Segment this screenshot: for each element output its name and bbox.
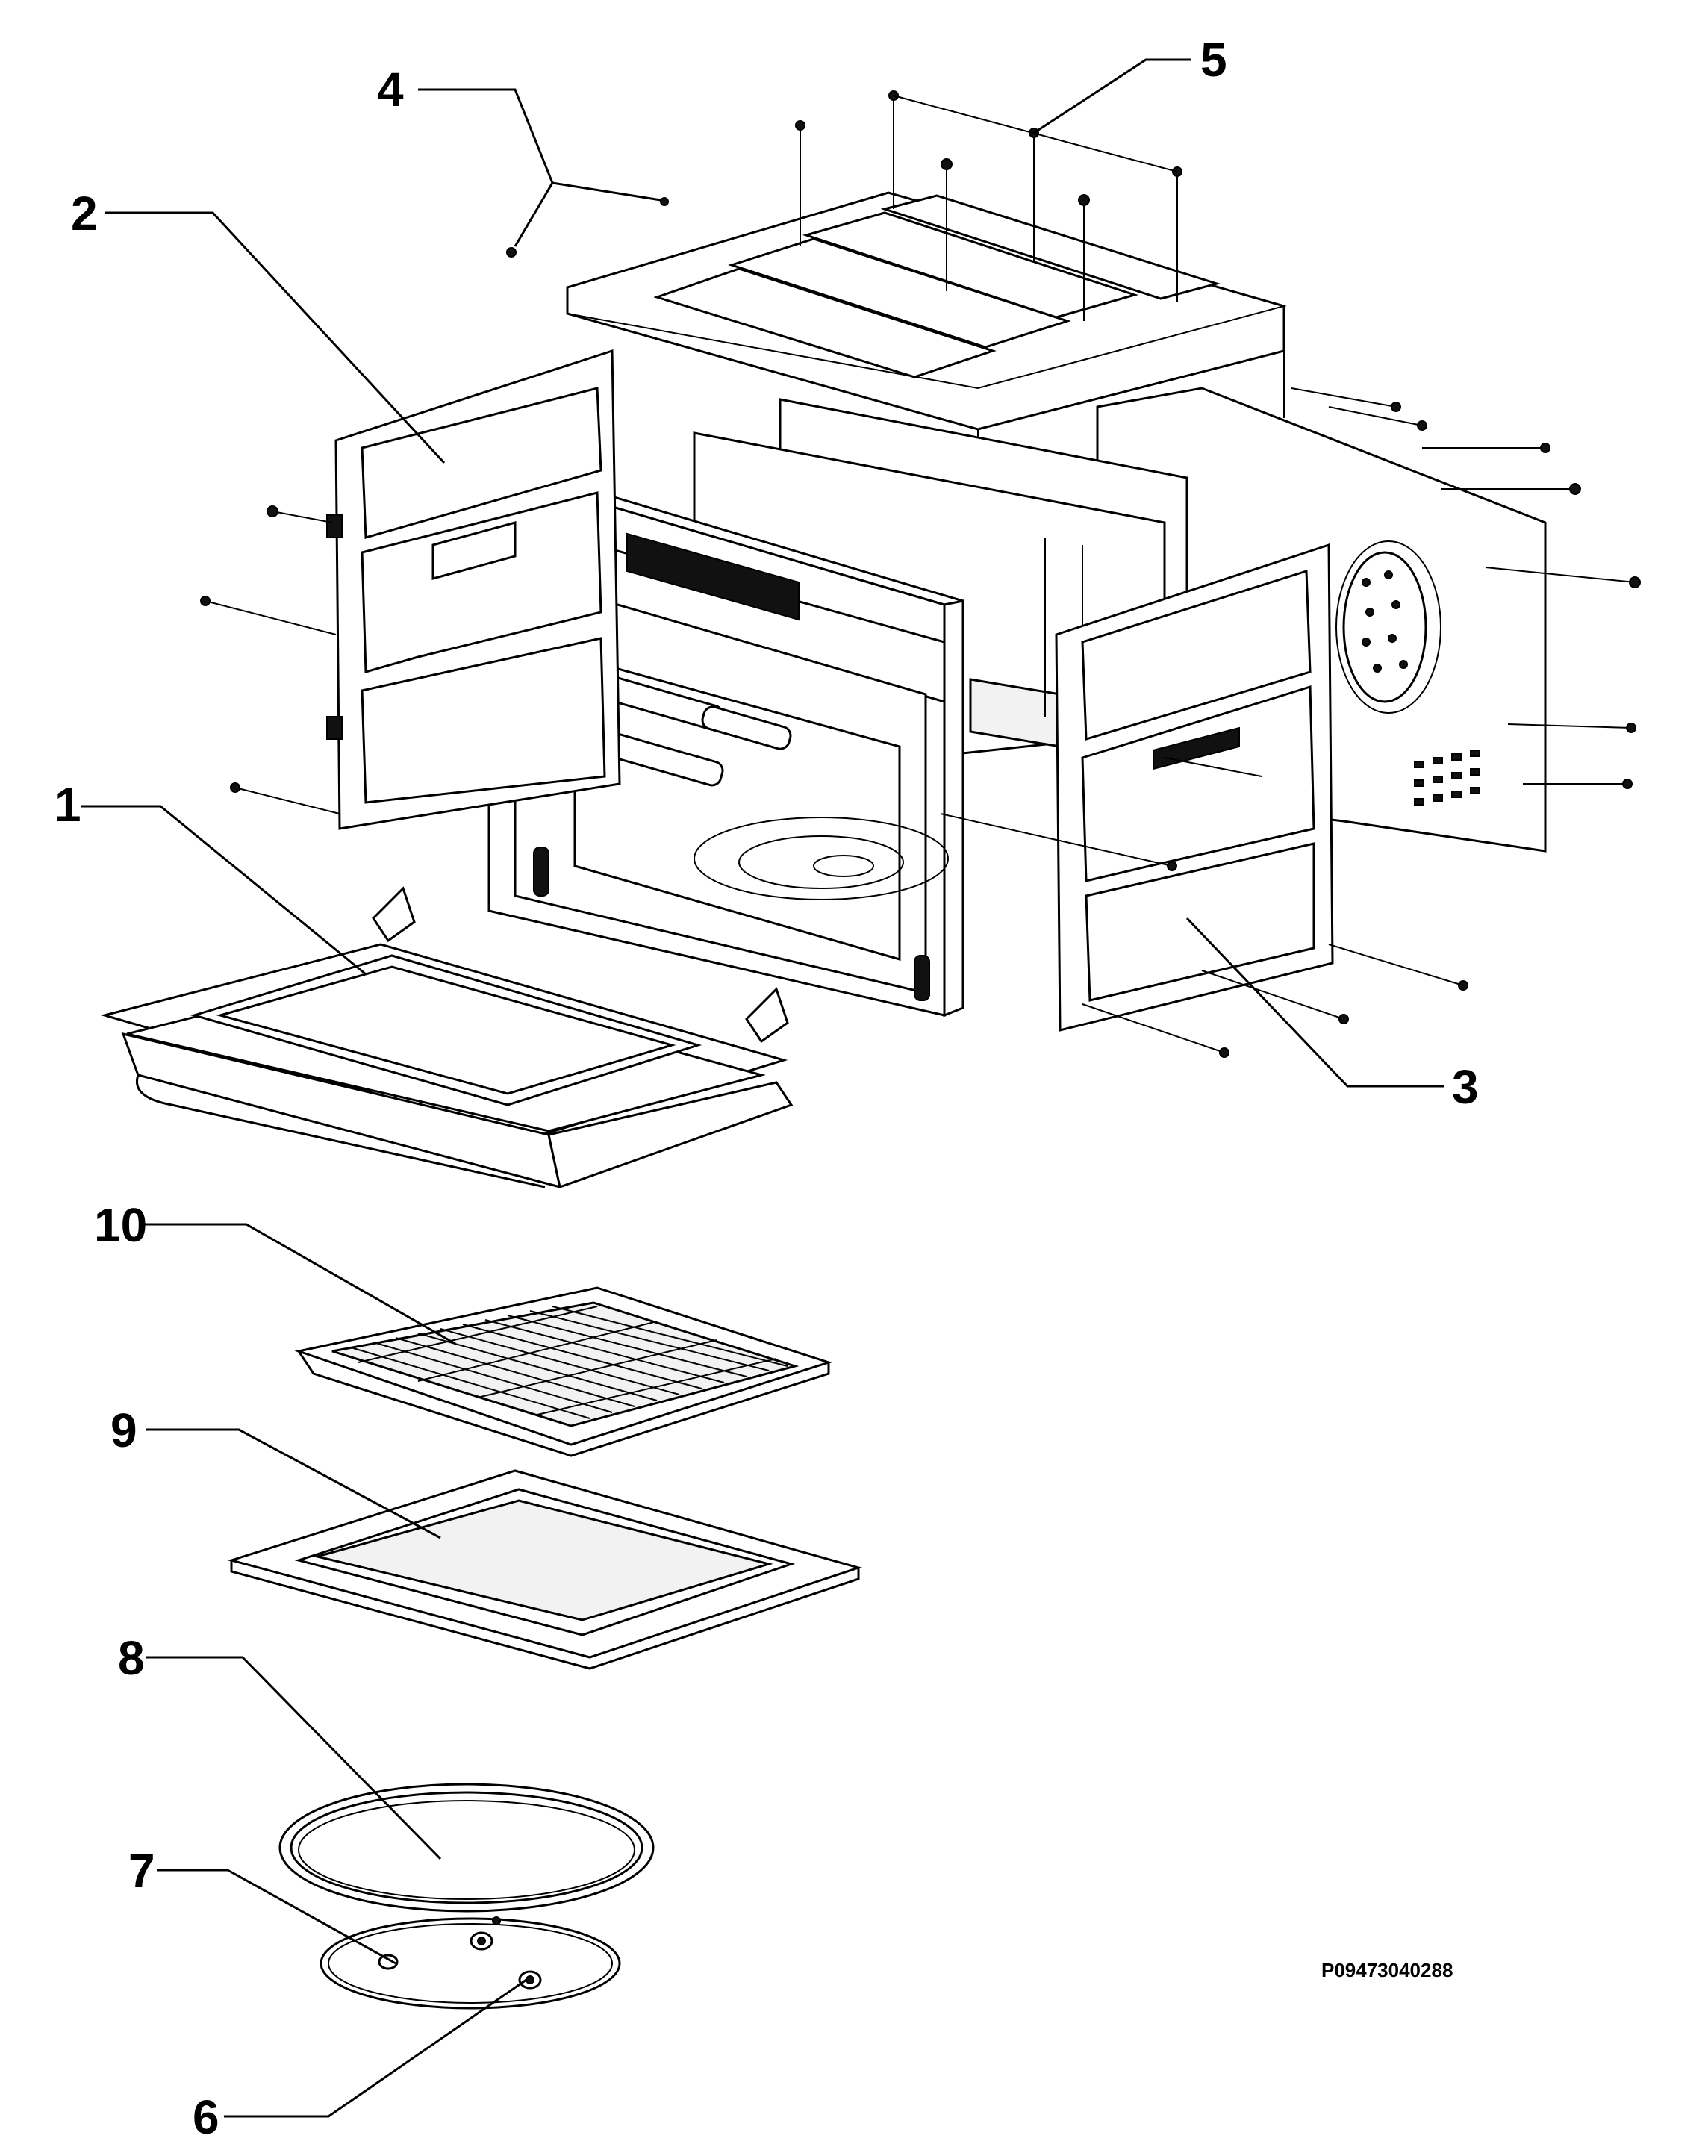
screw-set-right	[940, 387, 1641, 1058]
screw-set-top	[506, 90, 1182, 321]
callout-3: 3	[1452, 1060, 1479, 1114]
rear-panel-vent-holes	[1362, 570, 1408, 673]
callout-labels: 1 2 3 4 5 6 7 8 9 10 P09473040288	[54, 33, 1479, 2144]
callout-6: 6	[193, 2090, 219, 2144]
part-left-side-panel	[326, 349, 621, 830]
part-right-side-panel	[1055, 543, 1334, 1032]
screw-set-left	[200, 505, 340, 814]
callout-7: 7	[128, 1844, 155, 1898]
leader-lines	[81, 58, 1444, 2118]
part-roller-ring	[320, 1916, 621, 2010]
part-glass-turntable	[278, 1783, 655, 1913]
part-baking-tray	[227, 1469, 863, 1670]
rack-grid-lines	[350, 1306, 788, 1419]
callout-9: 9	[110, 1403, 137, 1457]
part-top-cover	[566, 191, 1287, 448]
part-wire-rack	[294, 1286, 832, 1457]
callout-8: 8	[118, 1631, 145, 1685]
callout-1: 1	[54, 778, 81, 832]
part-door	[100, 886, 794, 1189]
callout-5: 5	[1200, 33, 1227, 87]
callout-10: 10	[94, 1198, 147, 1252]
callout-2: 2	[71, 187, 98, 240]
callout-4: 4	[377, 63, 404, 116]
reference-code: P09473040288	[1321, 1959, 1453, 1981]
